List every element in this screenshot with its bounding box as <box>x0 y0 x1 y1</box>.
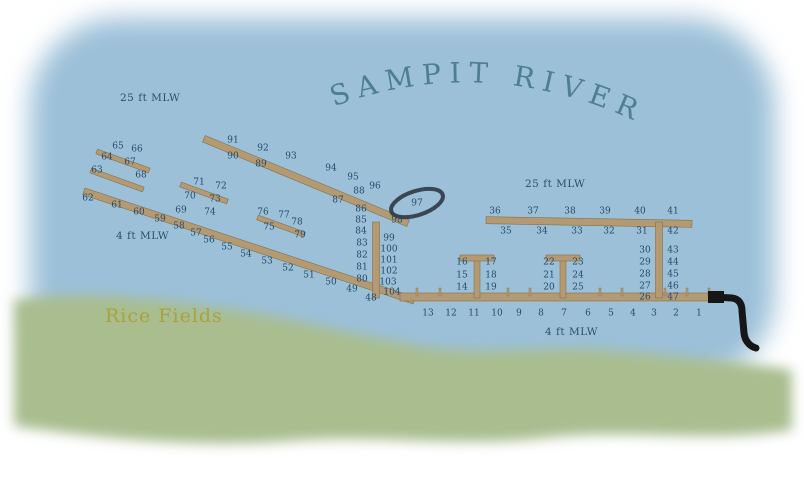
dock-main <box>399 292 717 302</box>
dock-northwest-finger-a <box>95 148 151 174</box>
dock-t-dock-east-cross <box>545 254 581 262</box>
slip-97-highlight <box>389 186 445 220</box>
finger-pier-tick <box>663 287 667 297</box>
finger-pier-tick <box>685 287 689 297</box>
dock-west-finger-b <box>256 214 306 238</box>
dock-northwest-finger-b <box>89 167 145 193</box>
dock-west-finger-a <box>179 181 229 205</box>
river-water <box>30 18 775 383</box>
dock-east-horizontal <box>485 216 693 228</box>
dock-t-dock-east-stem <box>559 255 567 299</box>
dock-center-vertical <box>372 221 380 299</box>
entrance-channel-mark <box>710 293 760 352</box>
shoreline-land <box>14 295 792 444</box>
finger-pier-tick <box>528 287 532 297</box>
finger-pier-tick <box>438 287 442 297</box>
finger-pier-tick <box>620 287 624 297</box>
dock-t-dock-west-stem <box>473 255 481 299</box>
finger-pier-tick <box>506 287 510 297</box>
finger-pier-tick <box>415 287 419 297</box>
dock-upper-diagonal <box>202 135 410 227</box>
finger-pier-tick <box>598 287 602 297</box>
docks <box>82 135 717 305</box>
dock-t-dock-west-cross <box>459 254 495 262</box>
highlight-ellipse <box>389 186 445 220</box>
dock-east-vertical <box>655 221 663 299</box>
